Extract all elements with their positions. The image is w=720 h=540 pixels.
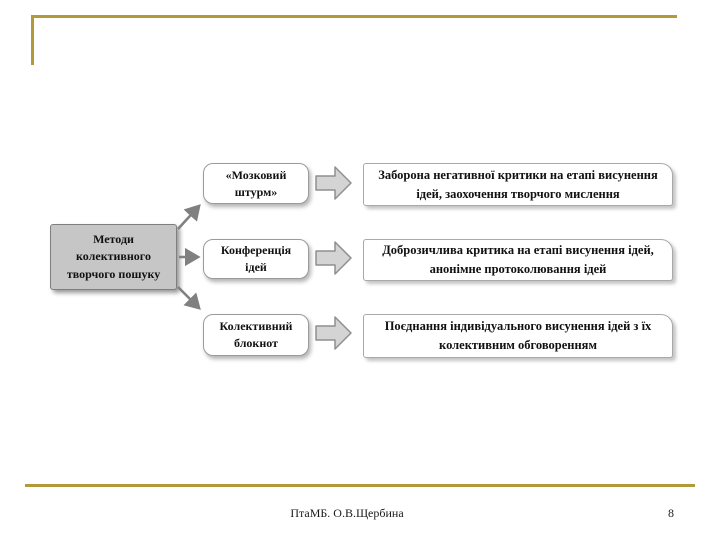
- block-arrow-right-icon: [315, 166, 352, 200]
- description-box-idea-conference: Доброзичлива критика на етапі висунення …: [363, 239, 673, 281]
- accent-line-top-vertical: [31, 15, 34, 65]
- description-box-collective-notebook: Поєднання індивідуального висунення ідей…: [363, 314, 673, 358]
- block-arrow-right-icon: [315, 316, 352, 350]
- diagram-root-label: Методи колективного творчого пошуку: [66, 231, 161, 281]
- block-arrow-right-icon: [315, 241, 352, 275]
- footer-text: ПтаМБ. О.В.Щербина: [290, 506, 404, 520]
- method-box-idea-conference: Конференція ідей: [203, 239, 309, 279]
- method-box-collective-notebook: Колективний блокнот: [203, 314, 309, 356]
- slide-page-number: 8: [668, 506, 674, 520]
- description-box-brainstorm: Заборона негативної критики на етапі вис…: [363, 163, 673, 206]
- description-text: Заборона негативної критики на етапі вис…: [378, 167, 658, 201]
- method-label: «Мозковий штурм»: [225, 167, 287, 199]
- method-label: Конференція ідей: [220, 243, 292, 274]
- method-label: Колективний блокнот: [219, 319, 293, 350]
- description-text: Доброзичлива критика на етапі висунення …: [382, 243, 654, 276]
- connector-arrows-icon: [177, 204, 201, 310]
- description-text: Поєднання індивідуального висунення ідей…: [384, 319, 652, 352]
- method-box-brainstorm: «Мозковий штурм»: [203, 163, 309, 204]
- accent-line-top: [31, 15, 677, 18]
- diagram-root-box: Методи колективного творчого пошуку: [50, 224, 177, 290]
- footer-accent-line: [25, 484, 695, 487]
